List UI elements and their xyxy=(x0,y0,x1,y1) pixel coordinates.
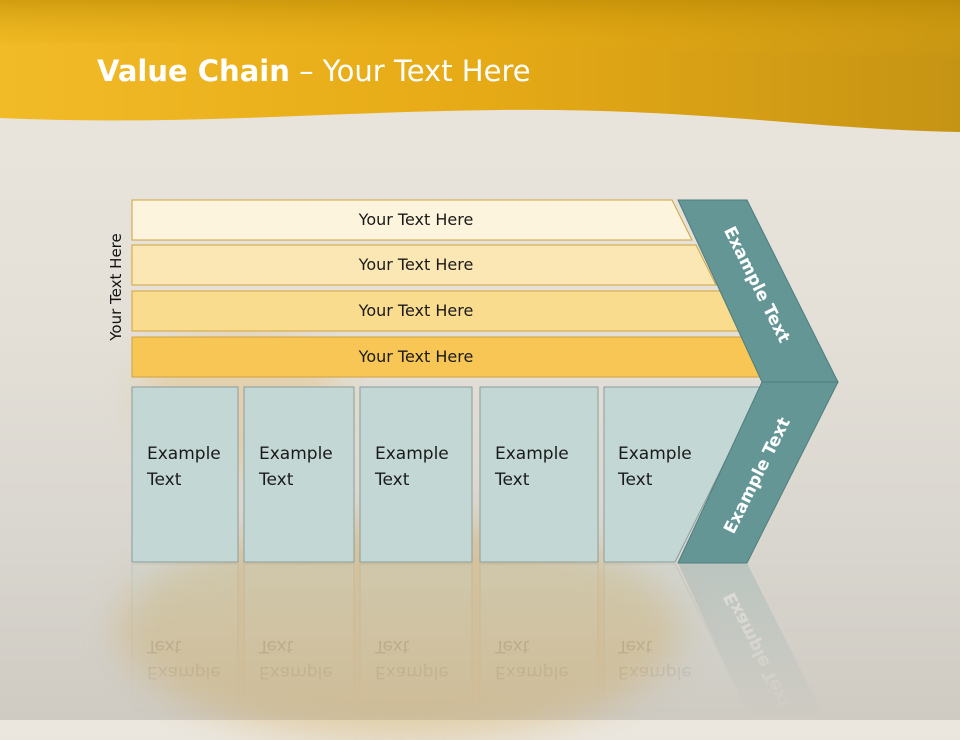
box-shape xyxy=(243,386,355,563)
reflection: ExampleTextExampleTextExampleTextExample… xyxy=(131,563,826,720)
box-label-line2: Text xyxy=(617,636,653,656)
box-label-line2: Text xyxy=(617,470,653,490)
side-label: Your Text Here xyxy=(107,233,125,341)
box-reflection: Example Text xyxy=(359,563,473,720)
row-label: Your Text Here xyxy=(358,301,474,320)
box-shape xyxy=(479,563,599,720)
row-label: Your Text Here xyxy=(358,210,474,229)
row-2: Your Text Here xyxy=(131,244,717,286)
box-shape xyxy=(603,386,763,563)
box-reflection: Example Text xyxy=(131,563,239,720)
box-label-line1: Example xyxy=(495,444,569,464)
box-reflection: Example Text xyxy=(603,563,754,720)
box-shape xyxy=(131,386,239,563)
box-shape xyxy=(479,386,599,563)
box-reflection: Example Text xyxy=(479,563,599,720)
row-label: Your Text Here xyxy=(358,255,474,274)
box-label-line2: Text xyxy=(374,470,410,490)
chevron-lower xyxy=(677,381,839,564)
box-label-line1: Example xyxy=(147,662,221,682)
box-shape xyxy=(359,563,473,720)
row-3: Your Text Here xyxy=(131,290,741,332)
box-label-line1: Example xyxy=(259,662,333,682)
box-label-line1: Example xyxy=(495,662,569,682)
box-label-line2: Text xyxy=(494,470,530,490)
header-band-shade xyxy=(0,0,960,60)
row-shape xyxy=(131,199,693,241)
box-shape xyxy=(359,386,473,563)
box-label-line1: Example xyxy=(375,444,449,464)
box-label-line2: Text xyxy=(146,636,182,656)
row-shape xyxy=(131,244,717,286)
box-reflection: Example Text xyxy=(243,563,355,720)
box-label-line1: Example xyxy=(618,444,692,464)
title-rest: – Your Text Here xyxy=(289,54,531,88)
reflection-inner: ExampleTextExampleTextExampleTextExample… xyxy=(131,563,826,720)
box-label-line1: Example xyxy=(147,444,221,464)
row-4: Your Text Here xyxy=(131,336,765,378)
box-label-line1: Example xyxy=(259,444,333,464)
row-1: Your Text Here xyxy=(131,199,693,241)
box-shape xyxy=(243,563,355,720)
box-label-line1: Example xyxy=(618,662,692,682)
box-label-line2: Text xyxy=(374,636,410,656)
box-label-line2: Text xyxy=(258,636,294,656)
box-label-line2: Text xyxy=(494,636,530,656)
box-label-line2: Text xyxy=(146,470,182,490)
box-shape xyxy=(603,563,754,720)
box-shape xyxy=(131,563,239,720)
page-title: Value Chain – Your Text Here xyxy=(97,54,531,88)
chevron-reflection xyxy=(678,563,826,720)
boxes-group: ExampleTextExampleTextExampleTextExample… xyxy=(131,386,763,563)
row-label: Your Text Here xyxy=(358,347,474,366)
box-label-line2: Text xyxy=(258,470,294,490)
title-bold: Value Chain xyxy=(97,54,290,88)
box-label-line1: Example xyxy=(375,662,449,682)
